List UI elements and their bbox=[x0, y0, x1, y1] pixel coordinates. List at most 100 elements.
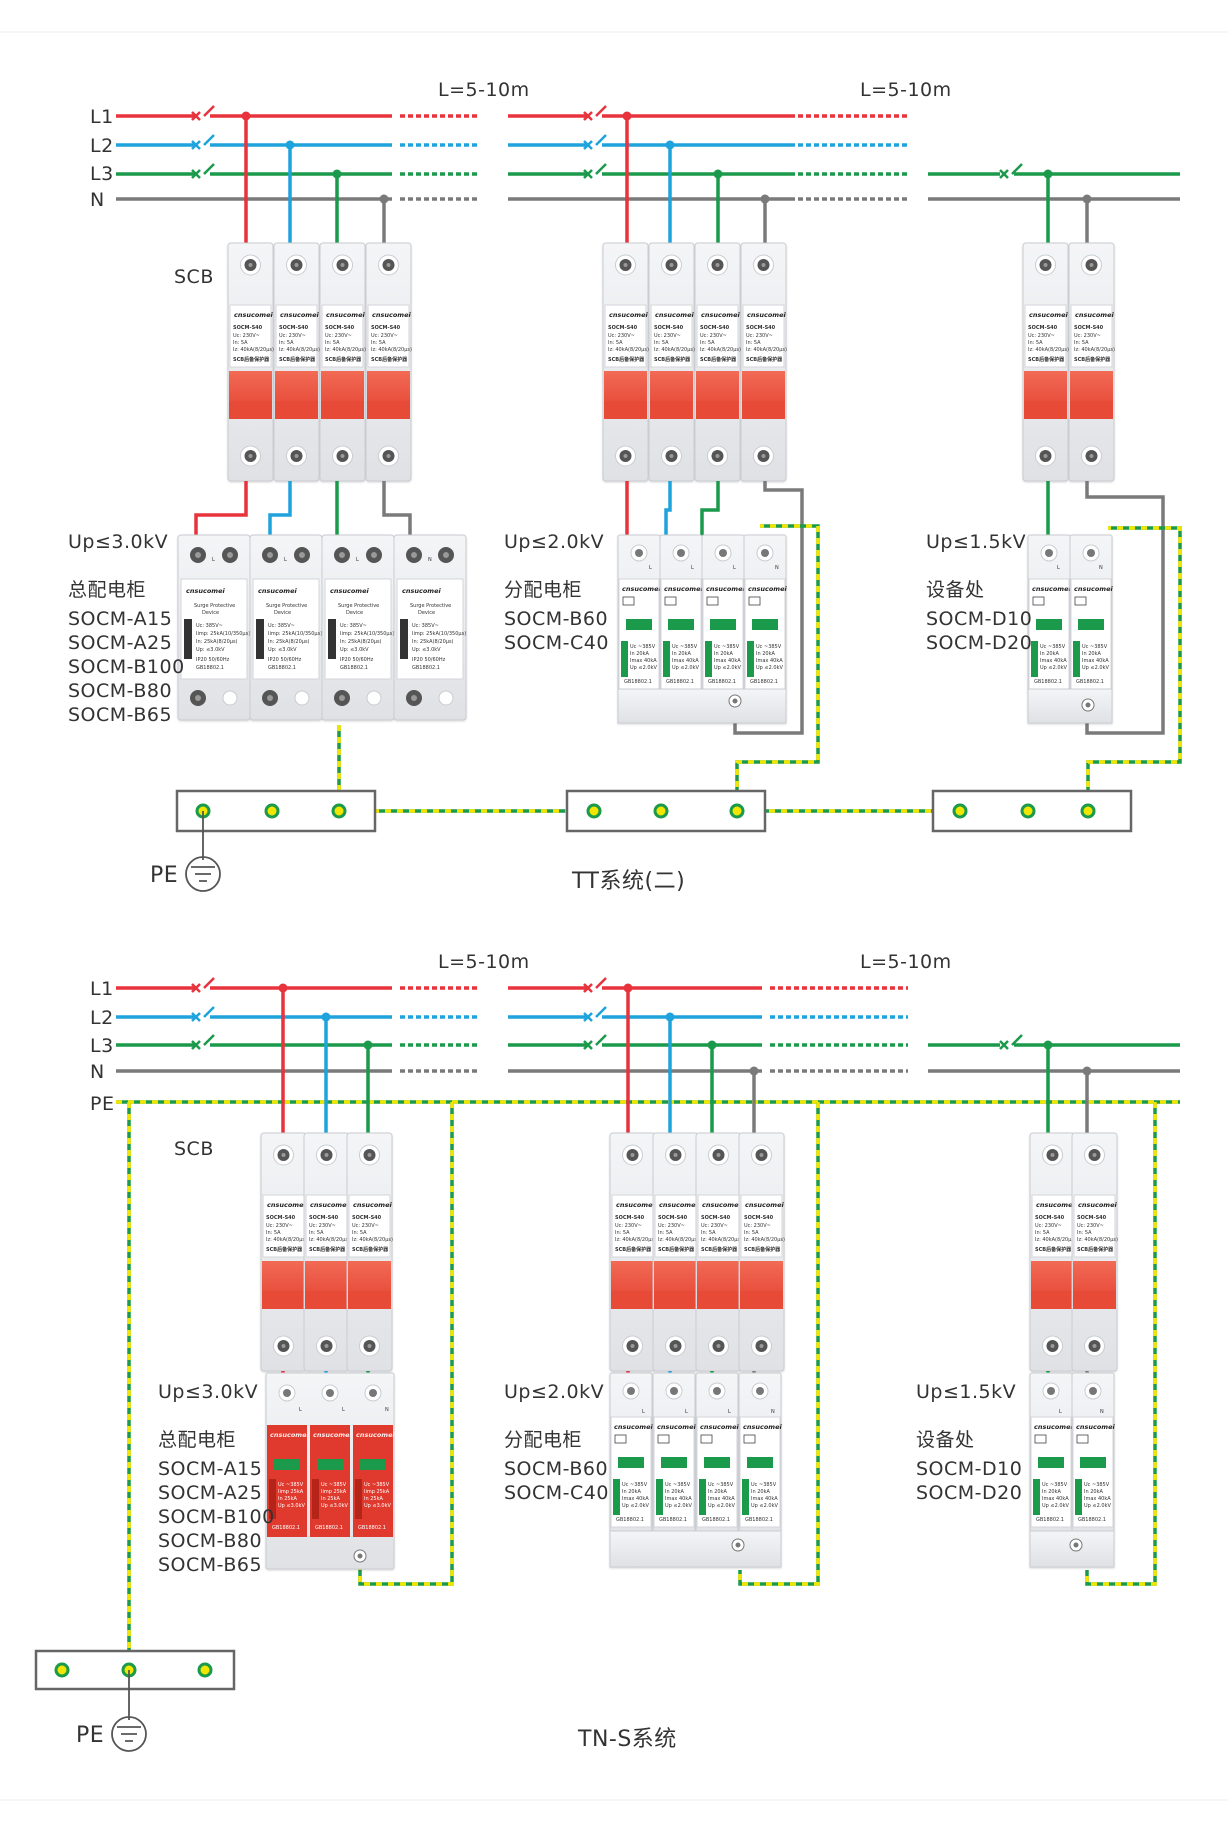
distance-label: L=5-10m bbox=[860, 79, 952, 101]
terminal-letter: L bbox=[299, 1407, 302, 1413]
location-label: 总配电柜 bbox=[158, 1429, 236, 1451]
scb-label: SCB bbox=[174, 1138, 214, 1160]
line-label-n: N bbox=[90, 1061, 105, 1083]
drops-group1 bbox=[281, 988, 370, 1133]
model-label: SOCM-D20 bbox=[916, 1482, 1022, 1504]
spd-type1: cnsucomei Surge Protective Device Uc: 38… bbox=[177, 534, 467, 721]
location-label: 设备处 bbox=[916, 1429, 975, 1451]
model-label: SOCM-A15 bbox=[158, 1458, 262, 1480]
pe-label: PE bbox=[150, 863, 178, 888]
model-label: SOCM-B65 bbox=[158, 1554, 262, 1576]
scb-breaker bbox=[609, 1132, 786, 1372]
model-label: SOCM-B80 bbox=[158, 1530, 262, 1552]
terminal-letter: L bbox=[1059, 1409, 1062, 1415]
model-label: SOCM-B60 bbox=[504, 1458, 608, 1480]
drops-group2 bbox=[625, 116, 767, 243]
scb-breaker bbox=[602, 242, 788, 482]
model-label: SOCM-A15 bbox=[68, 608, 172, 630]
model-label: SOCM-A25 bbox=[68, 632, 172, 654]
line-label-l2: L2 bbox=[90, 135, 114, 157]
model-label: SOCM-B60 bbox=[504, 608, 608, 630]
scb-breaker bbox=[1029, 1132, 1119, 1372]
up-rating: Up≤3.0kV bbox=[68, 531, 168, 553]
spd-type2 bbox=[609, 1372, 783, 1568]
terminal-letter: L bbox=[649, 565, 652, 571]
model-label: SOCM-D10 bbox=[926, 608, 1032, 630]
system-title: TT系统(二) bbox=[571, 869, 685, 894]
svg-text:Uc ~385V: Uc ~385V bbox=[278, 1482, 304, 1488]
location-label: 分配电柜 bbox=[504, 1429, 582, 1451]
model-label: SOCM-D10 bbox=[916, 1458, 1022, 1480]
model-label: SOCM-D20 bbox=[926, 632, 1032, 654]
svg-text:Device: Device bbox=[202, 610, 219, 616]
line-label-l1: L1 bbox=[90, 106, 114, 128]
location-label: 设备处 bbox=[926, 579, 985, 601]
model-label: SOCM-B100 bbox=[158, 1506, 275, 1528]
model-label: SOCM-B100 bbox=[68, 656, 185, 678]
drops-group3 bbox=[1046, 174, 1089, 243]
svg-text:Uc: 385V~: Uc: 385V~ bbox=[196, 623, 223, 629]
distance-label: L=5-10m bbox=[438, 79, 530, 101]
terminal-letter: N bbox=[771, 1409, 775, 1415]
terminal-letter: L bbox=[284, 557, 287, 563]
svg-text:SOCM-S40: SOCM-S40 bbox=[233, 325, 263, 331]
svg-text:cnsucomei: cnsucomei bbox=[186, 587, 225, 595]
earth-bar bbox=[565, 789, 767, 833]
switch-marks bbox=[191, 977, 1023, 1050]
switch-marks bbox=[191, 105, 1023, 179]
svg-text:Iz: 40kA(8/20μs): Iz: 40kA(8/20μs) bbox=[233, 347, 274, 353]
spd-type3 bbox=[1029, 1372, 1116, 1568]
spd-type1-red: cnsucomei Uc ~385V Iimp 25kA In 25kA Up … bbox=[265, 1372, 396, 1570]
wires-scb-spd-3 bbox=[1046, 481, 1165, 735]
spd-type3 bbox=[1027, 534, 1114, 724]
system-title: TN-S系统 bbox=[577, 1727, 677, 1752]
terminal-letter: L bbox=[685, 1409, 688, 1415]
svg-text:cnsucomei: cnsucomei bbox=[234, 311, 273, 319]
drops-group1 bbox=[244, 116, 386, 243]
earth-bar bbox=[175, 789, 377, 833]
model-label: SOCM-A25 bbox=[158, 1482, 262, 1504]
terminal-letter: L bbox=[642, 1409, 645, 1415]
terminal-letter: L bbox=[691, 565, 694, 571]
scb-breaker bbox=[260, 1132, 394, 1372]
spd-type2: cnsucomei Uc ~385V In 20kA Imax 40kA Up … bbox=[617, 534, 788, 724]
model-label: SOCM-B65 bbox=[68, 704, 172, 726]
terminal-letter: L bbox=[728, 1409, 731, 1415]
terminal-letter: N bbox=[1099, 565, 1103, 571]
location-label: 总配电柜 bbox=[68, 579, 146, 601]
terminal-letter: L bbox=[356, 557, 359, 563]
line-label-l3: L3 bbox=[90, 163, 114, 185]
terminal-letter: N bbox=[775, 565, 779, 571]
svg-text:SCB后备保护器: SCB后备保护器 bbox=[233, 356, 270, 363]
earth-bar bbox=[931, 789, 1133, 833]
svg-text:In 25kA: In 25kA bbox=[278, 1496, 297, 1502]
pe-drops bbox=[127, 1102, 1157, 1668]
svg-text:Up: ≤3.0kV: Up: ≤3.0kV bbox=[196, 647, 225, 653]
svg-text:IP20 50/60Hz: IP20 50/60Hz bbox=[196, 657, 230, 663]
terminal-letter: N bbox=[385, 1407, 389, 1413]
distance-label: L=5-10m bbox=[438, 951, 530, 973]
svg-text:GB18802.1: GB18802.1 bbox=[624, 679, 652, 685]
drops-group2 bbox=[626, 988, 756, 1133]
svg-text:Uc: 230V~: Uc: 230V~ bbox=[233, 333, 260, 339]
line-label-pe: PE bbox=[90, 1093, 114, 1115]
svg-text:Up ≤3.0kV: Up ≤3.0kV bbox=[278, 1503, 305, 1509]
ground-icon bbox=[185, 811, 221, 892]
wires-scb-spd-1 bbox=[194, 481, 412, 540]
line-label-l3: L3 bbox=[90, 1035, 114, 1057]
distance-label: L=5-10m bbox=[860, 951, 952, 973]
terminal-letter: L bbox=[342, 1407, 345, 1413]
svg-text:cnsucomei: cnsucomei bbox=[622, 585, 661, 593]
svg-text:GB18802.1: GB18802.1 bbox=[272, 1525, 300, 1531]
line-label-l1: L1 bbox=[90, 978, 114, 1000]
svg-text:Imax 40kA: Imax 40kA bbox=[630, 658, 657, 664]
model-label: SOCM-C40 bbox=[504, 1482, 609, 1504]
earth-bar bbox=[34, 1649, 236, 1691]
drops-group3 bbox=[1046, 1045, 1089, 1133]
svg-text:Iimp: 25kA(10/350μs): Iimp: 25kA(10/350μs) bbox=[196, 631, 250, 637]
model-label: SOCM-B80 bbox=[68, 680, 172, 702]
svg-text:Uc ~385V: Uc ~385V bbox=[630, 644, 656, 650]
model-label: SOCM-C40 bbox=[504, 632, 609, 654]
up-rating: Up≤1.5kV bbox=[916, 1381, 1016, 1403]
